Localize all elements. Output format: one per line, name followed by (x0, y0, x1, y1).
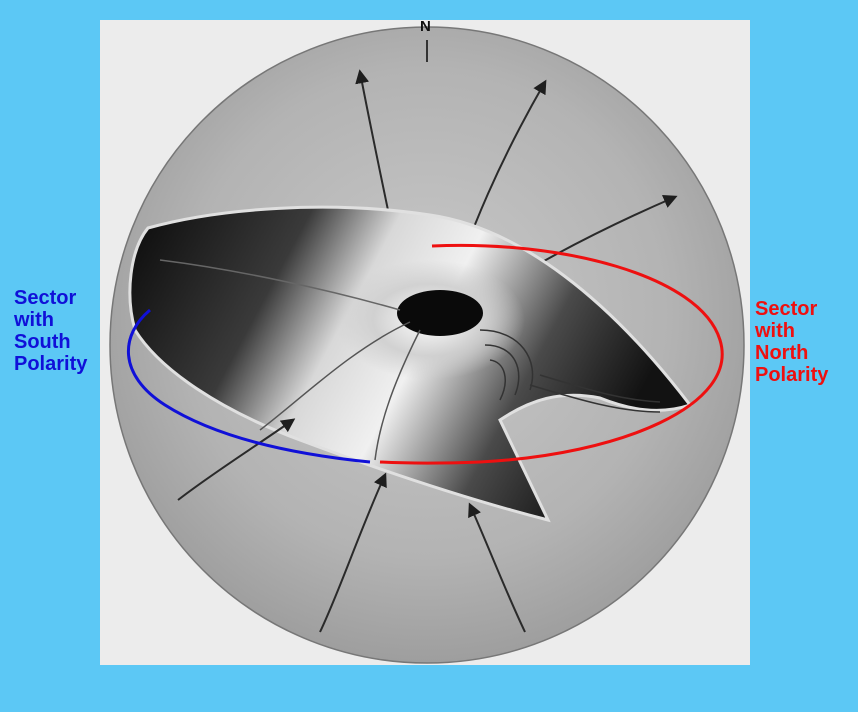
north-sector-label-line: North (755, 342, 828, 364)
south-sector-label-line: Polarity (14, 353, 87, 375)
north-label: N (420, 18, 431, 35)
north-sector-label: Sector with North Polarity (755, 298, 828, 386)
south-sector-label-line: South (14, 331, 87, 353)
north-sector-label-line: Sector (755, 298, 828, 320)
sun (397, 290, 483, 336)
south-sector-label: Sector with South Polarity (14, 287, 87, 375)
north-sector-label-line: with (755, 320, 828, 342)
south-sector-label-line: with (14, 309, 87, 331)
south-sector-label-line: Sector (14, 287, 87, 309)
north-sector-label-line: Polarity (755, 364, 828, 386)
